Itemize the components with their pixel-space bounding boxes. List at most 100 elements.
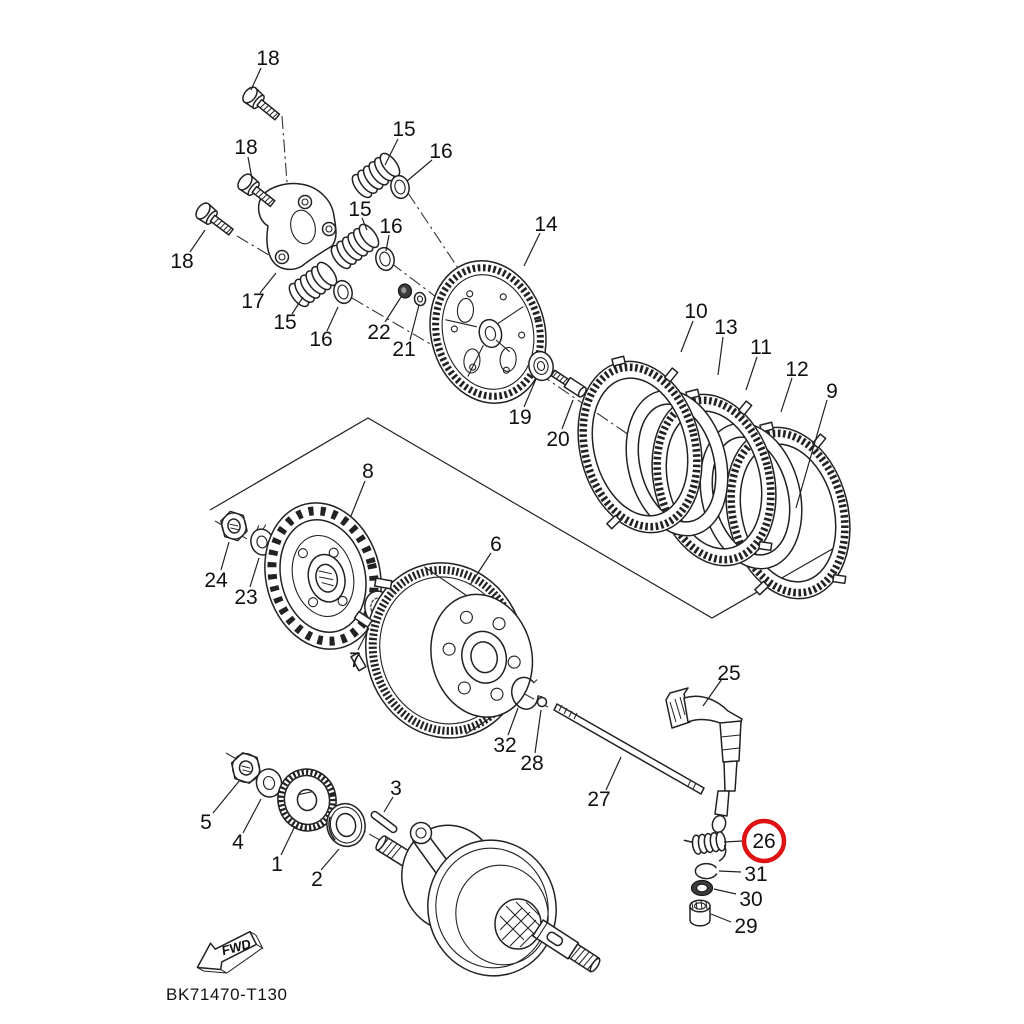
leader-line-16-4 [406,159,433,182]
part-label-27-28: 27 [587,788,610,811]
leader-line-14-12 [523,232,541,267]
part-26-spring [683,831,727,862]
leader-line-20-14 [561,399,574,430]
part-8-clutch-boss [264,502,382,650]
part-4-washer [255,768,283,798]
part-label-18-1: 18 [234,136,257,159]
part-18-bolt-2 [237,173,276,208]
part-14-pressure-plate [429,260,547,404]
part-5-nut [230,752,262,784]
part-16-washer-top [390,174,410,200]
leader-line-8-20 [350,480,366,517]
part-label-18-0: 18 [256,47,279,70]
part-label-13-16: 13 [714,316,737,339]
leader-line-15-3 [384,138,399,166]
part-label-15-3: 15 [392,118,415,141]
part-label-6-24: 6 [490,533,502,556]
part-label-20-14: 20 [546,428,569,451]
part-label-1-35: 1 [271,853,283,876]
part-19-washer [528,350,554,382]
leader-line-16-9 [326,306,339,332]
leader-line-18-2 [189,229,206,253]
part-6-clutch-housing [350,562,534,739]
part-1-primary-gear [277,768,337,832]
part-25-push-lever [665,687,743,834]
fwd-label: FWD [221,936,251,959]
leader-line-6-24 [469,552,492,586]
part-label-7-23: 7 [349,649,361,672]
part-label-32-25: 32 [493,734,516,757]
part-10-friction-plate [577,355,703,534]
part-3-key [370,810,398,834]
leader-line-29-32 [710,913,732,923]
part-18-bolt-1 [242,86,281,121]
leader-line-25-27 [702,678,723,707]
part-label-8-20: 8 [362,460,374,483]
leader-line-26-29 [723,840,744,843]
part-label-23-22: 23 [234,586,257,609]
leader-line-22-10 [384,296,402,323]
leader-line-2-36 [320,848,340,871]
diagram-code: BK71470-T130 [166,985,288,1004]
part-16-washer-mid [375,246,395,272]
leader-line-4-34 [242,798,262,834]
leader-line-11-17 [745,356,758,391]
part-15-spring-bottom [288,261,338,308]
leader-line-24-21 [220,541,230,571]
part-22-nut [397,283,413,299]
part-label-4-34: 4 [232,831,244,854]
part-2-collar [326,802,366,848]
part-label-2-36: 2 [311,868,323,891]
leader-line-16-6 [385,234,390,252]
leader-line-31-30 [718,870,742,873]
leader-line-9-19 [795,399,828,509]
part-30-seal [690,879,714,897]
leader-line-28-26 [534,709,542,754]
leader-line-19-13 [523,378,537,408]
part-28-ball [536,696,548,708]
part-label-31-30: 31 [744,863,767,886]
leader-line-30-31 [713,888,737,895]
part-label-29-32: 29 [734,915,757,938]
leader-line-5-33 [212,779,241,814]
part-label-30-31: 30 [739,888,762,911]
leader-line-18-1 [247,156,253,180]
highlight-circle-26 [741,818,787,864]
part-label-22-10: 22 [367,321,390,344]
leader-line-10-15 [680,320,694,353]
leader-line-3-37 [383,796,394,813]
part-label-19-13: 19 [508,406,531,429]
part-label-16-6: 16 [379,215,402,238]
leader-line-12-18 [780,377,793,413]
leader-line-27-28 [605,756,622,791]
part-24-nut [220,510,248,542]
part-label-9-19: 9 [826,380,838,403]
leader-line-18-0 [250,67,262,91]
part-label-18-2: 18 [170,250,193,273]
part-label-17-7: 17 [241,290,264,313]
part-label-21-11: 21 [392,338,415,361]
part-27-push-rod [553,703,705,795]
leader-line-15-8 [291,296,304,315]
part-label-5-33: 5 [200,811,212,834]
leader-line-21-11 [409,304,420,341]
part-label-28-26: 28 [520,752,543,775]
part-17-spring-plate [257,182,337,271]
part-15-spring-top [351,152,401,199]
part-20-bolt [550,369,587,398]
part-32-circlip [510,676,543,710]
fwd-arrow: FWD [196,930,264,974]
leader-line-13-16 [717,336,724,376]
part-label-10-15: 10 [684,300,707,323]
part-label-15-5: 15 [348,198,371,221]
part-label-25-27: 25 [717,662,740,685]
part-label-3-37: 3 [390,777,402,800]
part-label-14-12: 14 [534,213,558,236]
part-label-16-4: 16 [429,140,452,163]
leader-line-17-7 [259,272,277,294]
leader-line-15-5 [361,217,368,231]
part-15-spring-mid [330,223,380,270]
part-label-24-21: 24 [204,569,228,592]
